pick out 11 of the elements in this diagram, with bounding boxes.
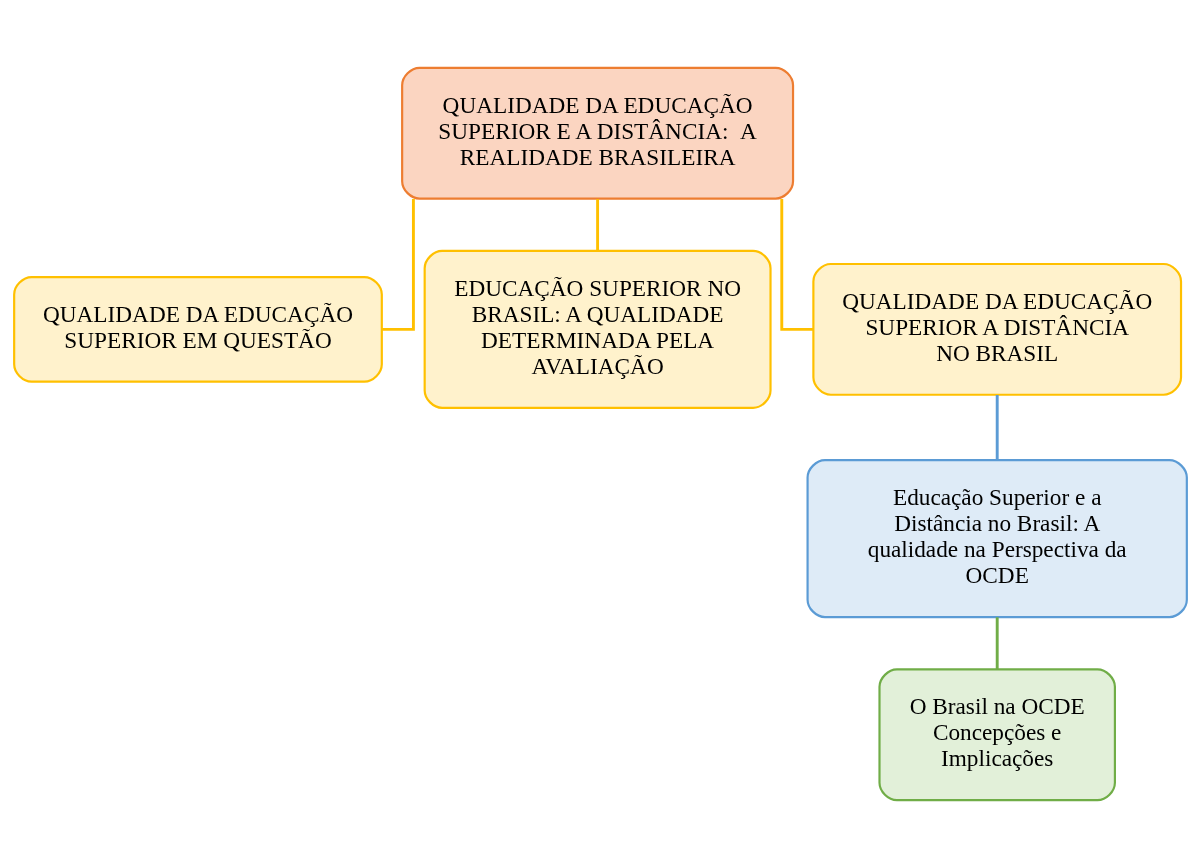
node-box: O Brasil na OCDE Concepções e Implicações <box>878 668 1116 802</box>
connector <box>596 199 600 251</box>
connector <box>995 395 999 460</box>
node-box: QUALIDADE DA EDUCAÇÃO SUPERIOR EM QUESTÃO <box>13 275 383 383</box>
node-box: QUALIDADE DA EDUCAÇÃO SUPERIOR A DISTÂNCIA NO BRASIL <box>812 262 1183 396</box>
connector <box>995 617 999 670</box>
node-box: QUALIDADE DA EDUCAÇÃO SUPERIOR E A DISTÂNCIA: A REALIDADE BRASILEIRA <box>401 66 795 200</box>
node-box: EDUCAÇÃO SUPERIOR NO BRASIL: A QUALIDADE DETERMINADA PELA AVALIAÇÃO <box>423 249 772 409</box>
connector <box>382 199 415 331</box>
connector <box>780 199 814 331</box>
node-box: Educação Superior e a Distância no Brasil: A qualidade na Perspectiva da OCDE <box>806 459 1188 619</box>
